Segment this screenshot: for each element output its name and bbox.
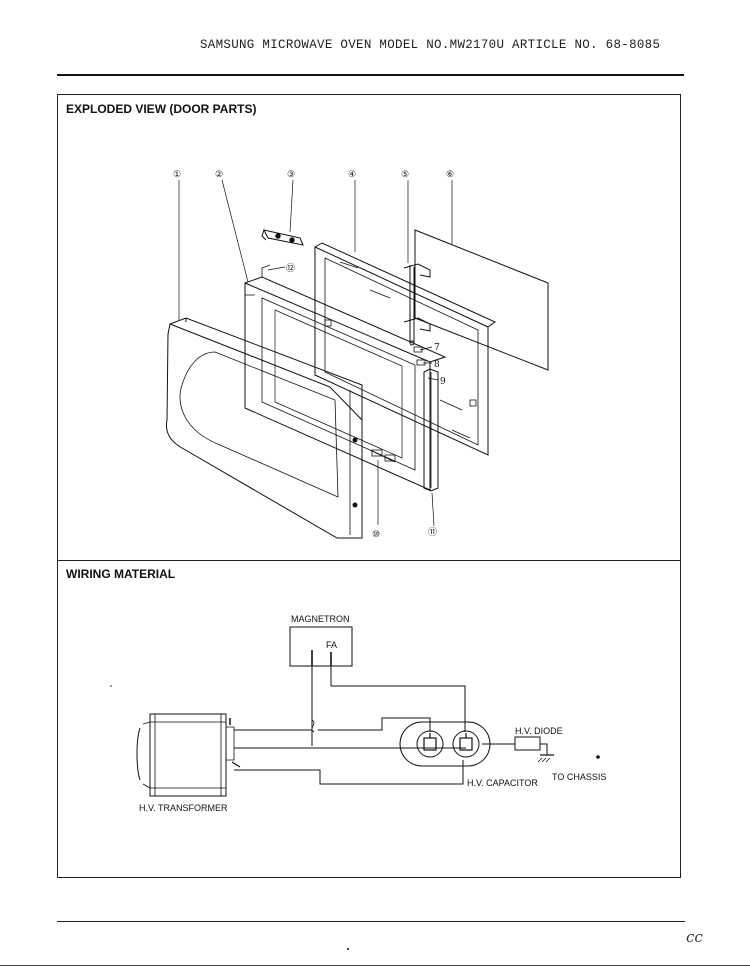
hv-transformer — [136, 713, 241, 797]
hv-diode-label: H.V. DIODE — [515, 726, 563, 736]
hinge-bracket — [261, 229, 304, 246]
page-header-title: SAMSUNG MICROWAVE OVEN MODEL NO.MW2170U … — [200, 38, 661, 52]
callout-12: ⑫ — [286, 263, 295, 274]
fa-label: FA — [326, 640, 337, 650]
leader-lines — [178, 179, 453, 527]
hv-capacitor — [399, 721, 491, 767]
hv-capacitor-label: H.V. CAPACITOR — [467, 778, 538, 788]
door-seal-strip — [423, 368, 439, 492]
diagram-frame — [57, 94, 681, 878]
magnetron-box — [289, 626, 353, 667]
callout-10: ⑩ — [372, 530, 380, 540]
callout-6: ⑥ — [446, 170, 454, 180]
door-front-panel — [165, 317, 363, 539]
callout-5: ⑤ — [401, 170, 409, 180]
callout-11: ⑪ — [428, 527, 437, 538]
scan-specks — [110, 685, 349, 950]
callout-8: 8 — [434, 360, 440, 370]
callout-4: ④ — [348, 170, 356, 180]
callout-2: ② — [215, 170, 223, 180]
choke-frame — [314, 242, 496, 456]
wiring-diagram: MAGNETRON FA H.V. DIODE H.V. CAPACITOR T… — [136, 614, 606, 813]
callout-7: 7 — [434, 343, 440, 353]
exploded-view-title: EXPLODED VIEW (DOOR PARTS) — [66, 102, 257, 116]
wires — [234, 666, 466, 785]
bottom-rule — [0, 965, 750, 966]
footer-mark: cc — [686, 928, 703, 946]
to-chassis-label: TO CHASSIS — [552, 772, 606, 782]
callout-3: ③ — [287, 170, 295, 180]
hv-diode — [482, 736, 600, 763]
door-screen — [414, 229, 549, 371]
hv-transformer-label: H.V. TRANSFORMER — [139, 803, 228, 813]
wiring-material-title: WIRING MATERIAL — [66, 567, 176, 581]
door-inner-frame — [244, 264, 447, 491]
callout-9: 9 — [440, 377, 446, 387]
footer-rule — [57, 921, 685, 922]
exploded-view-drawing: ① ② ③ ④ ⑤ ⑥ 7 8 9 ⑩ ⑪ ⑫ — [165, 170, 549, 540]
section-divider — [57, 560, 681, 561]
callout-numbers: ① ② ③ ④ ⑤ ⑥ 7 8 9 ⑩ ⑪ ⑫ — [173, 170, 454, 540]
callout-1: ① — [173, 170, 181, 180]
latch-lever — [403, 263, 431, 346]
magnetron-label: MAGNETRON — [291, 614, 350, 624]
header-rule — [57, 74, 684, 76]
